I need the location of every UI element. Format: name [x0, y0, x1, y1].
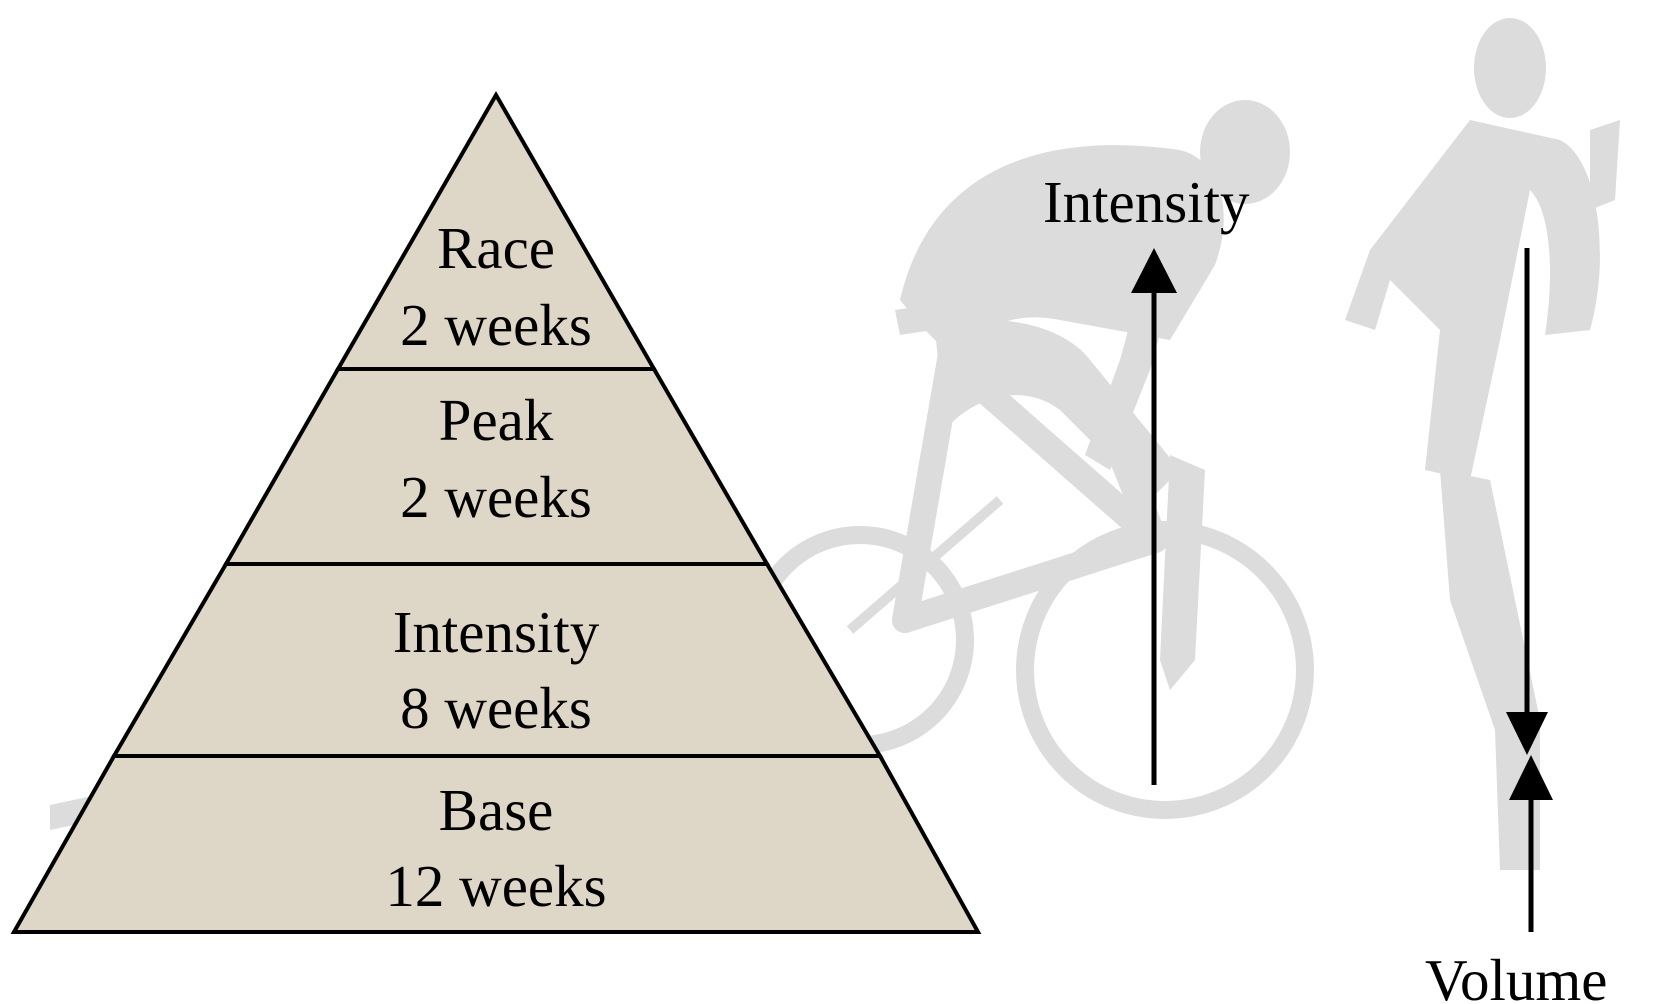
training-pyramid: Race 2 weeks Peak 2 weeks Intensity 8 we… [10, 90, 982, 934]
volume-up-arrowhead-icon [1509, 755, 1553, 800]
intensity-phase-duration: 8 weeks [400, 675, 592, 741]
intensity-phase-label: Intensity [393, 599, 600, 665]
base-duration: 12 weeks [385, 853, 606, 919]
volume-axis-label: Volume [1425, 947, 1607, 1004]
race-duration: 2 weeks [400, 292, 592, 358]
peak-duration: 2 weeks [400, 464, 592, 530]
intensity-axis-label: Intensity [1043, 169, 1250, 235]
intensity-arrow [1131, 248, 1177, 785]
pyramid-level-base [10, 754, 982, 934]
base-label: Base [439, 777, 554, 843]
volume-down-arrowhead-icon [1506, 712, 1548, 755]
race-label: Race [437, 215, 555, 281]
volume-arrow [1506, 248, 1553, 932]
intensity-arrowhead-icon [1131, 248, 1177, 293]
peak-label: Peak [439, 387, 554, 453]
